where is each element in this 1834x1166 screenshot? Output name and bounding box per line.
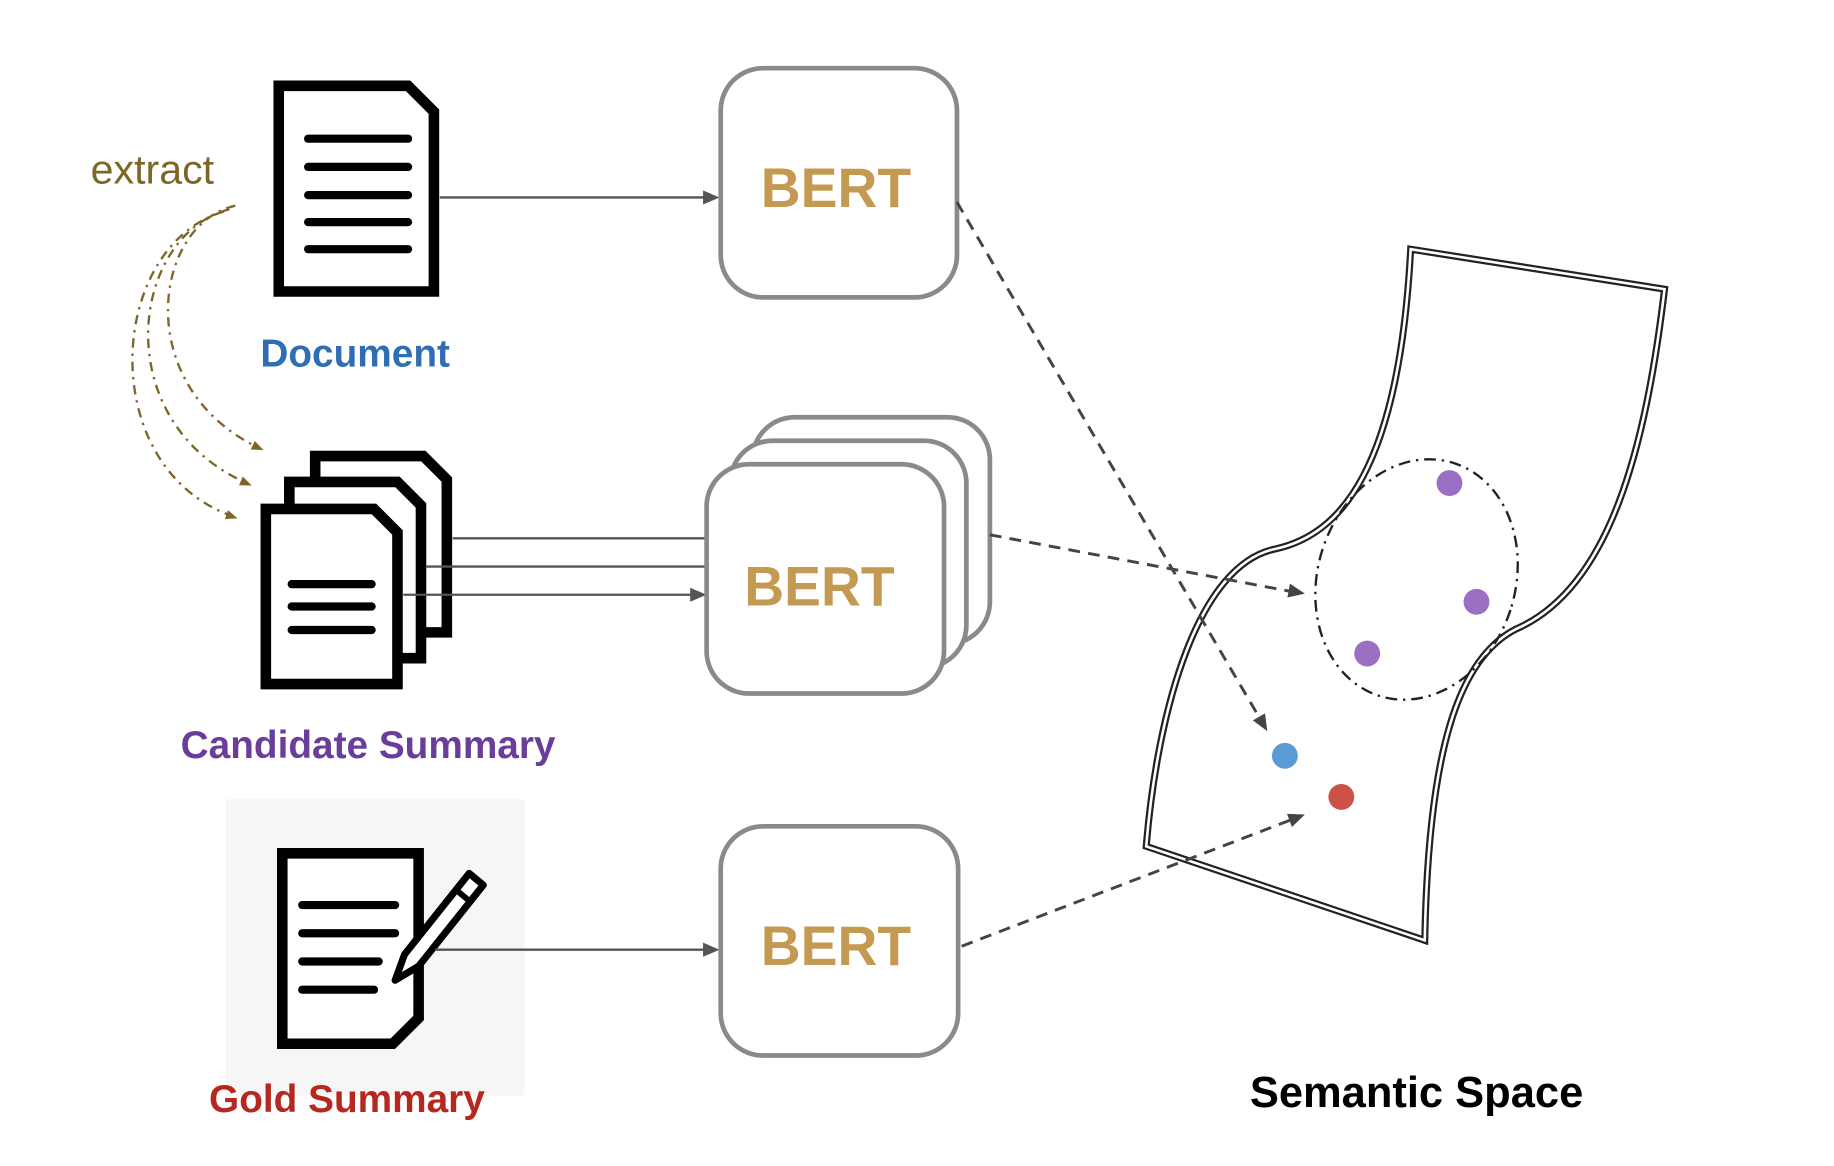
extract-arrow-3 (131, 210, 236, 519)
extract-arrow-1 (166, 204, 262, 451)
semantic-space-label: Semantic Space (1250, 1069, 1583, 1117)
bert-box (704, 461, 947, 696)
document-embedding-arrow (955, 201, 1261, 718)
gold-page (276, 848, 424, 1050)
document-page (273, 80, 440, 297)
bert-encoder-document: BERT (718, 65, 960, 300)
document-pencil-icon (276, 848, 487, 1050)
candidate-embedding-arrow (989, 533, 1290, 593)
extract-arrows (131, 204, 264, 520)
pencil-icon (391, 869, 487, 984)
extract-arrow-2 (146, 208, 250, 486)
surface-outline (1142, 245, 1669, 946)
extract-label: extract (91, 146, 215, 192)
candidate-page-front (260, 503, 403, 690)
surface-inner-line (1144, 247, 1666, 943)
gold-embedding-arrowhead (1287, 813, 1305, 828)
bert-label: BERT (761, 915, 912, 977)
document-label: Document (260, 333, 450, 376)
gold-point (1328, 783, 1355, 810)
gold-summary-label: Gold Summary (209, 1078, 485, 1121)
document-stack-icon (260, 450, 453, 690)
bert-encoder-candidates: BERT (704, 414, 993, 696)
bert-box (718, 823, 961, 1058)
document-embedding-arrowhead (1252, 713, 1268, 732)
document-point (1271, 742, 1298, 769)
candidate-summary-label: Candidate Summary (181, 724, 556, 767)
document-icon (273, 80, 440, 297)
document-arrowhead (703, 190, 720, 205)
candidate-embedding-arrowhead (1287, 583, 1305, 598)
candidate-point (1436, 470, 1463, 497)
extract-arrowhead-2 (239, 476, 252, 486)
candidate-point (1354, 640, 1381, 667)
curved-surface-icon (1142, 245, 1669, 946)
bert-box (718, 65, 960, 300)
gold-arrowhead (703, 942, 720, 957)
extract-arrowhead-3 (224, 510, 238, 520)
bert-encoder-gold: BERT (718, 823, 961, 1058)
bert-label: BERT (744, 555, 895, 617)
pencil-band (455, 888, 474, 905)
bert-label: BERT (761, 157, 912, 219)
extract-arrowhead-1 (250, 441, 264, 451)
candidate-point (1463, 588, 1490, 615)
candidate-arrowhead (690, 587, 707, 602)
candidate-cluster-ellipse (1314, 458, 1519, 701)
